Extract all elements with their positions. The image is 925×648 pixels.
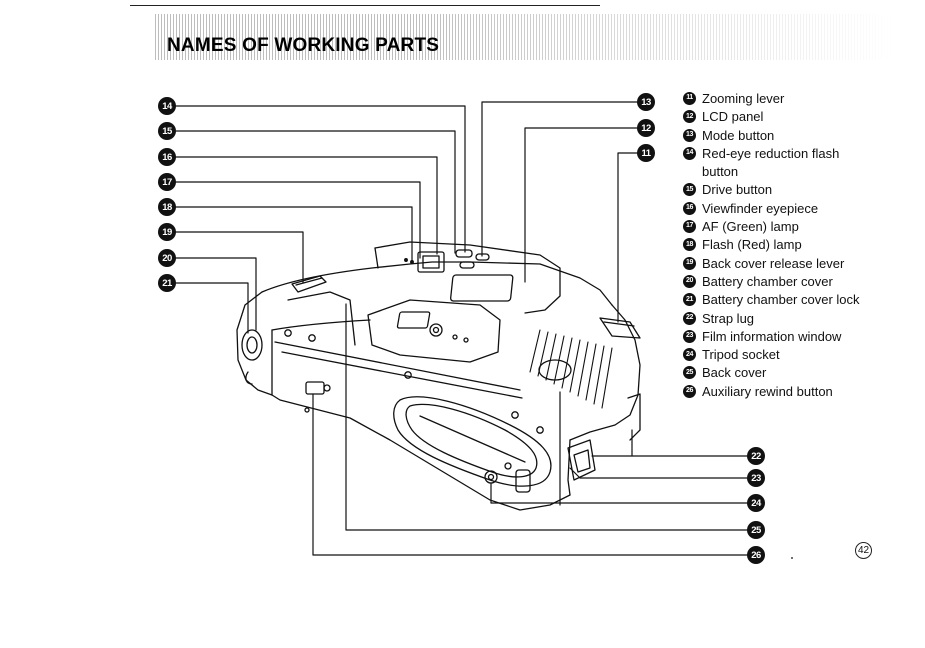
legend-label: LCD panel bbox=[702, 109, 764, 125]
legend-label: Red-eye reduction flash button bbox=[702, 145, 840, 180]
legend-number: 16 bbox=[683, 201, 696, 215]
legend-number: 21 bbox=[683, 293, 696, 307]
legend-item: 22 Strap lug bbox=[683, 310, 913, 328]
callout-23: 23 bbox=[747, 469, 765, 487]
callout-16: 16 bbox=[158, 148, 176, 166]
print-speck bbox=[791, 557, 793, 559]
legend-number: 20 bbox=[683, 274, 696, 288]
legend-number: 25 bbox=[683, 366, 696, 380]
legend-number: 11 bbox=[683, 92, 696, 105]
legend-item: 26 Auxiliary rewind button bbox=[683, 383, 913, 401]
callout-19: 19 bbox=[158, 223, 176, 241]
callout-12: 12 bbox=[637, 119, 655, 137]
legend-number: 19 bbox=[683, 256, 696, 270]
legend-number: 15 bbox=[683, 183, 696, 197]
callout-17: 17 bbox=[158, 173, 176, 191]
camera-body bbox=[236, 241, 641, 511]
parts-legend: 11 Zooming lever 12 LCD panel 13 Mode butto… bbox=[683, 90, 913, 401]
legend-item: 21 Battery chamber cover lock bbox=[683, 291, 913, 309]
legend-label: Back cover release lever bbox=[702, 255, 845, 271]
legend-item: 12 LCD panel bbox=[683, 108, 913, 126]
callout-13: 13 bbox=[637, 93, 655, 111]
callout-15: 15 bbox=[158, 122, 176, 140]
legend-label: Flash (Red) lamp bbox=[702, 237, 802, 253]
legend-item: 18 Flash (Red) lamp bbox=[683, 236, 913, 254]
legend-item: 14 Red-eye reduction flash button bbox=[683, 145, 873, 182]
legend-number: 18 bbox=[683, 238, 696, 252]
callout-26: 26 bbox=[747, 546, 765, 564]
legend-number: 23 bbox=[683, 329, 696, 343]
legend-number: 14 bbox=[683, 146, 696, 160]
legend-number: 24 bbox=[683, 348, 696, 362]
callout-21: 21 bbox=[158, 274, 176, 292]
top-rule bbox=[130, 5, 600, 6]
legend-label: Battery chamber cover lock bbox=[702, 292, 860, 308]
callout-18: 18 bbox=[158, 198, 176, 216]
legend-label: Battery chamber cover bbox=[702, 273, 833, 289]
legend-item: 17 AF (Green) lamp bbox=[683, 218, 913, 236]
legend-label: Auxiliary rewind button bbox=[702, 383, 833, 399]
callout-25: 25 bbox=[747, 521, 765, 539]
legend-number: 13 bbox=[683, 128, 696, 142]
legend-item: 24 Tripod socket bbox=[683, 346, 913, 364]
callout-24: 24 bbox=[747, 494, 765, 512]
callout-11: 11 bbox=[637, 144, 655, 162]
callout-22: 22 bbox=[747, 447, 765, 465]
legend-item: 19 Back cover release lever bbox=[683, 255, 913, 273]
callout-20: 20 bbox=[158, 249, 176, 267]
page-title: NAMES OF WORKING PARTS bbox=[167, 35, 440, 56]
legend-item: 15 Drive button bbox=[683, 181, 913, 199]
legend-number: 26 bbox=[683, 384, 696, 398]
legend-label: Back cover bbox=[702, 365, 767, 381]
legend-item: 16 Viewfinder eyepiece bbox=[683, 200, 913, 218]
title-band bbox=[155, 14, 895, 60]
legend-label: Mode button bbox=[702, 127, 775, 143]
legend-label: Viewfinder eyepiece bbox=[702, 200, 819, 216]
legend-item: 25 Back cover bbox=[683, 364, 913, 382]
legend-label: Drive button bbox=[702, 182, 773, 198]
legend-number: 17 bbox=[683, 220, 696, 234]
legend-number: 12 bbox=[683, 110, 696, 124]
legend-label: Tripod socket bbox=[702, 347, 780, 363]
legend-item: 13 Mode button bbox=[683, 127, 913, 145]
legend-item: 23 Film information window bbox=[683, 328, 913, 346]
legend-item: 20 Battery chamber cover bbox=[683, 273, 913, 291]
legend-label: Film information window bbox=[702, 328, 842, 344]
page-number: 42 bbox=[855, 542, 872, 559]
callout-14: 14 bbox=[158, 97, 176, 115]
legend-label: Strap lug bbox=[702, 310, 755, 326]
legend-label: AF (Green) lamp bbox=[702, 219, 799, 235]
legend-number: 22 bbox=[683, 311, 696, 325]
legend-label: Zooming lever bbox=[702, 91, 785, 106]
leader-lines bbox=[175, 101, 748, 556]
legend-item: 11 Zooming lever bbox=[683, 90, 913, 108]
